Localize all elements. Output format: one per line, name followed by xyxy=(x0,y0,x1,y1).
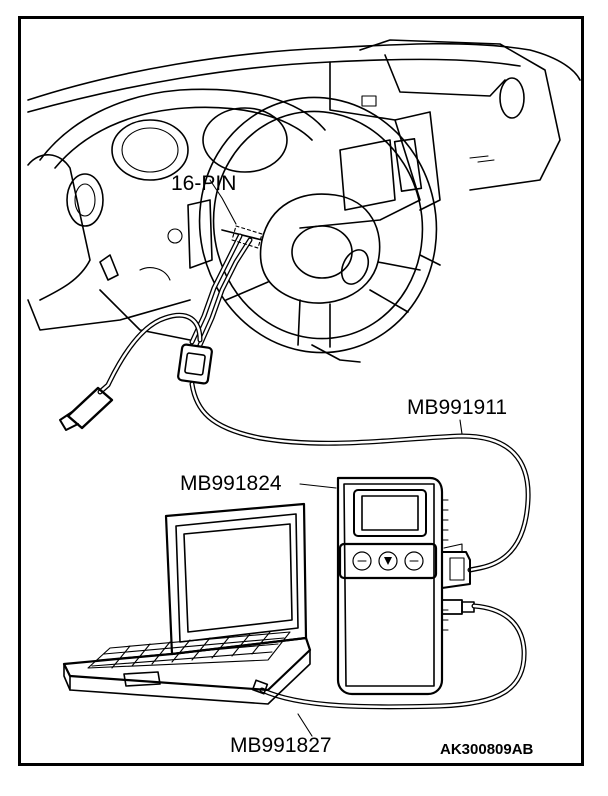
tester-label: MB991824 xyxy=(180,472,282,495)
figure-code: AK300809AB xyxy=(440,741,534,758)
laptop xyxy=(62,502,312,705)
dashboard-illustration xyxy=(27,39,581,341)
connector-leader-line xyxy=(209,179,237,225)
cable-main-label: MB991911 xyxy=(407,396,507,419)
figure-frame xyxy=(18,16,584,766)
connector-label: 16-PIN xyxy=(171,172,236,195)
usb-cable xyxy=(251,603,527,737)
diagnostic-cable xyxy=(59,225,531,573)
usb-cable-label: MB991827 xyxy=(230,734,332,757)
steering-wheel xyxy=(198,96,441,363)
tester-device xyxy=(299,476,475,696)
